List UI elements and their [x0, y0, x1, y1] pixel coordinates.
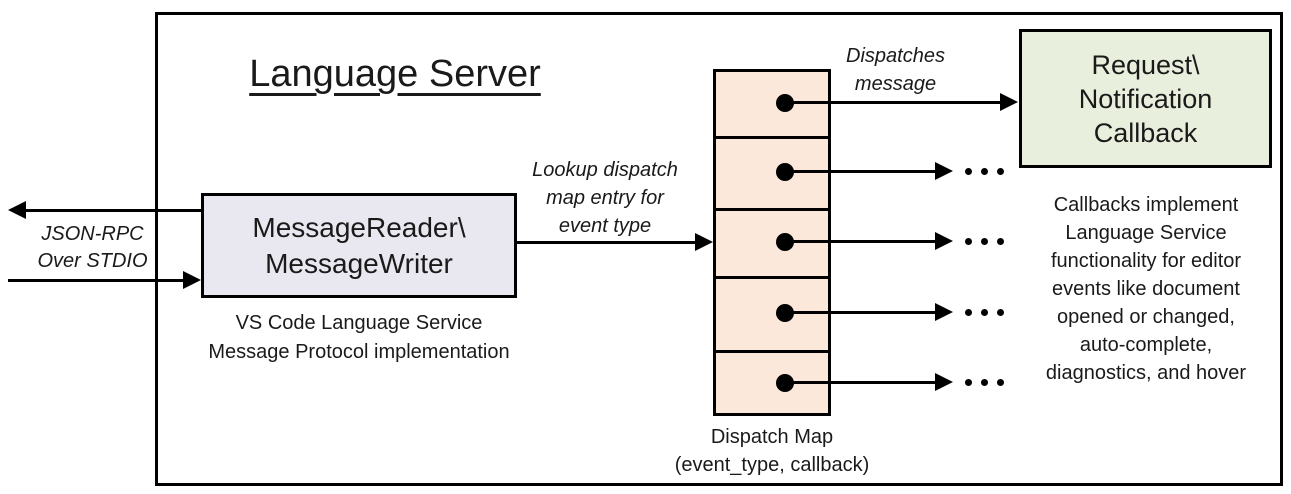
right-arrowhead-icon [935, 303, 953, 321]
ellipsis-icon [965, 238, 1004, 245]
right-arrowhead-icon [935, 162, 953, 180]
ellipsis-icon [965, 168, 1004, 175]
arrow-shaft [785, 170, 937, 173]
map-cell-separator [716, 208, 828, 211]
right-arrowhead-icon [183, 271, 201, 289]
ellipsis-icon [965, 309, 1004, 316]
arrow-shaft [785, 381, 937, 384]
callbacks-description: Callbacks implement Language Service fun… [1045, 194, 1247, 384]
arrow-shaft [785, 240, 937, 243]
left-arrowhead-icon [8, 201, 26, 219]
arrow-shaft [785, 311, 937, 314]
right-arrowhead-icon [695, 233, 713, 251]
right-arrowhead-icon [935, 373, 953, 391]
json-rpc-stdio-label: JSON-RPC Over STDIO [37, 223, 148, 272]
diagram-title: Language Server [249, 53, 541, 95]
dispatch-map-caption: Dispatch Map (event_type, callback) [674, 426, 870, 476]
reader-box-caption: VS Code Language Service Message Protoco… [208, 312, 510, 363]
right-arrowhead-icon [935, 232, 953, 250]
message-reader-label: MessageReader\ [252, 211, 466, 243]
map-cell-separator [716, 276, 828, 279]
map-cell-separator [716, 350, 828, 353]
dispatches-message-label: Dispatches message [846, 45, 945, 95]
arrow-shaft [22, 209, 201, 212]
right-arrowhead-icon [1000, 93, 1018, 111]
language-server-frame [155, 12, 1283, 486]
ellipsis-icon [965, 379, 1004, 386]
message-reader-writer-box: MessageReader\ MessageWriter [201, 193, 517, 298]
arrow-shaft [517, 241, 697, 244]
lookup-dispatch-label: Lookup dispatch map entry for event type [532, 159, 678, 237]
message-writer-label: MessageWriter [265, 247, 453, 279]
callback-box-label: Request\ Notification Callback [1078, 49, 1213, 148]
request-notification-callback-box: Request\ Notification Callback [1019, 29, 1272, 168]
arrow-shaft [8, 279, 185, 282]
map-cell-separator [716, 136, 828, 139]
arrow-shaft [785, 101, 1002, 104]
